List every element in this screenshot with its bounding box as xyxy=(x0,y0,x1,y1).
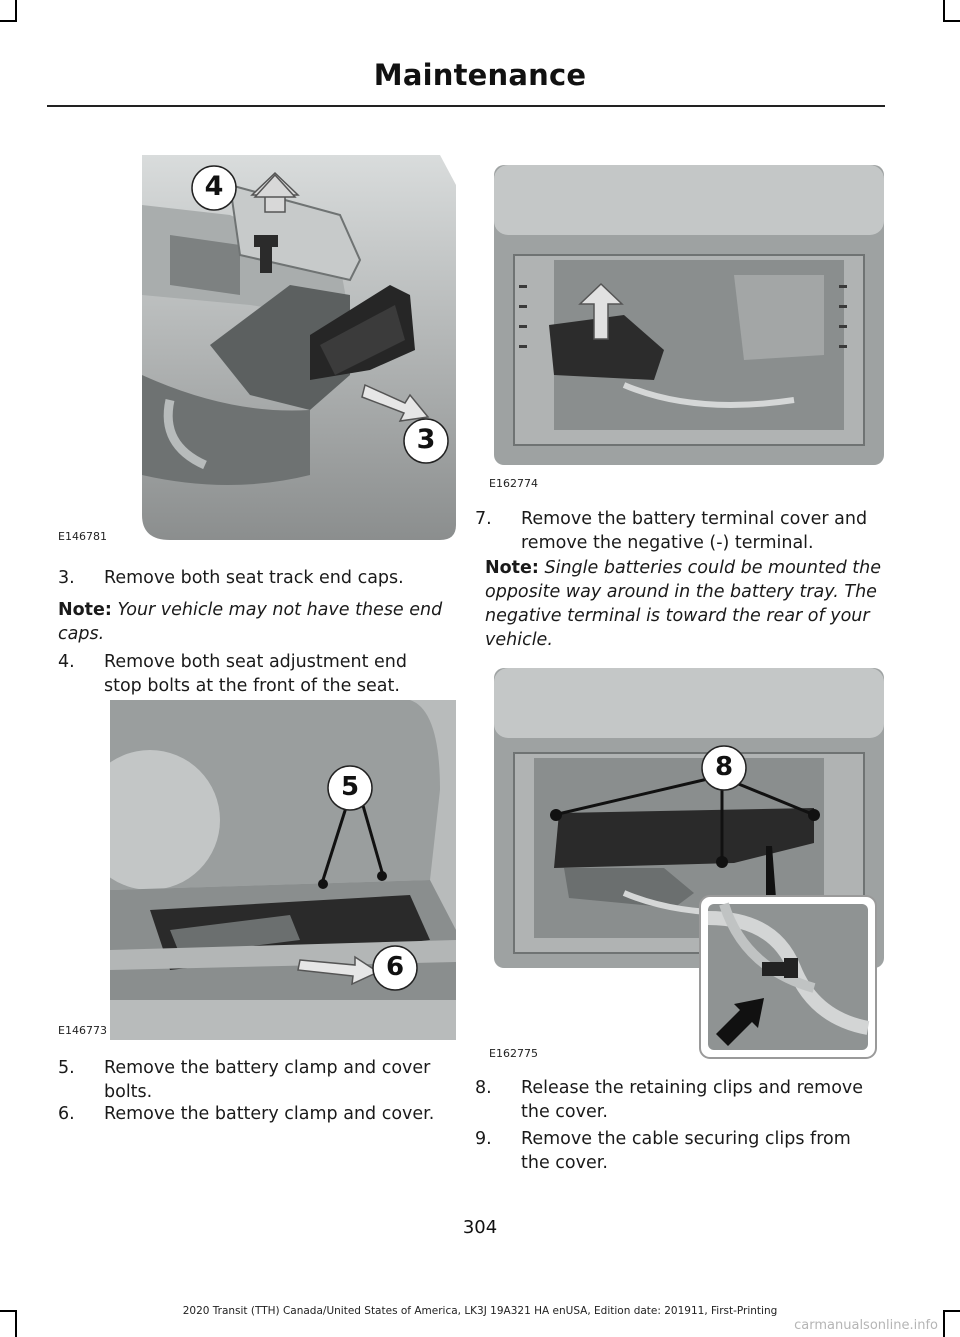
step-6-text: Remove the battery clamp and cover. xyxy=(104,1104,435,1124)
callout-4-label: 4 xyxy=(204,171,224,202)
callout-6-label: 6 xyxy=(385,952,405,982)
step-5-number: 5. xyxy=(58,1058,75,1078)
figure-code-4: E162775 xyxy=(489,1047,538,1060)
callout-5-label: 5 xyxy=(340,772,360,802)
crop-mark-bottom-right-v xyxy=(943,1310,945,1337)
note-label: Note: xyxy=(485,558,539,578)
figure-code-3: E146773 xyxy=(58,1024,107,1037)
callout-8-label: 8 xyxy=(714,752,734,782)
note-single-batteries: Note: Single batteries could be mounted … xyxy=(485,556,885,652)
crop-mark-top-left-h xyxy=(0,20,17,22)
crop-mark-top-left-v xyxy=(15,0,17,22)
figure-seat-adjustment-bolts: 5 6 xyxy=(110,700,456,1040)
callout-4-marker xyxy=(191,165,237,211)
step-8-text: Release the retaining clips and remove t… xyxy=(521,1078,864,1122)
note-label: Note: xyxy=(58,600,112,620)
step-3-number: 3. xyxy=(58,568,75,588)
step-3-text: Remove both seat track end caps. xyxy=(104,568,404,588)
step-7-number: 7. xyxy=(475,509,492,529)
note-text: Your vehicle may not have these end caps… xyxy=(58,600,443,644)
figure-retaining-clips: 8 xyxy=(494,668,884,1063)
crop-mark-bottom-right-h xyxy=(943,1310,960,1312)
page-number: 304 xyxy=(462,1217,498,1238)
step-6-number: 6. xyxy=(58,1104,75,1124)
step-8-number: 8. xyxy=(475,1078,492,1098)
callout-6-marker xyxy=(372,945,418,991)
step-7-text: Remove the battery terminal cover and re… xyxy=(521,509,868,553)
watermark: carmanualsonline.info xyxy=(794,1318,938,1333)
header-divider xyxy=(47,105,885,107)
crop-mark-top-right-v xyxy=(943,0,945,22)
step-9-number: 9. xyxy=(475,1129,492,1149)
step-4-text: Remove both seat adjustment end stop bol… xyxy=(104,652,408,696)
note-text: Single batteries could be mounted the op… xyxy=(485,558,882,650)
edition-footer: 2020 Transit (TTH) Canada/United States … xyxy=(182,1305,778,1317)
callout-3-marker xyxy=(403,418,449,464)
crop-mark-top-right-h xyxy=(943,20,960,22)
step-9-text: Remove the cable securing clips from the… xyxy=(521,1129,851,1173)
step-5-text: Remove the battery clamp and cover bolts… xyxy=(104,1058,431,1102)
figure-seat-track-end-caps: 4 3 xyxy=(110,145,456,545)
step-4-number: 4. xyxy=(58,652,75,672)
figure-code-2: E162774 xyxy=(489,477,538,490)
callout-3-label: 3 xyxy=(416,424,436,455)
callout-8-marker xyxy=(701,745,747,791)
callout-5-marker xyxy=(327,765,373,811)
crop-mark-bottom-left-h xyxy=(0,1310,17,1312)
page-title: Maintenance xyxy=(373,58,587,92)
crop-mark-bottom-left-v xyxy=(15,1310,17,1337)
figure-battery-terminal-cover xyxy=(494,165,884,465)
figure-code-1: E146781 xyxy=(58,530,107,543)
note-end-caps: Note: Your vehicle may not have these en… xyxy=(58,598,450,646)
